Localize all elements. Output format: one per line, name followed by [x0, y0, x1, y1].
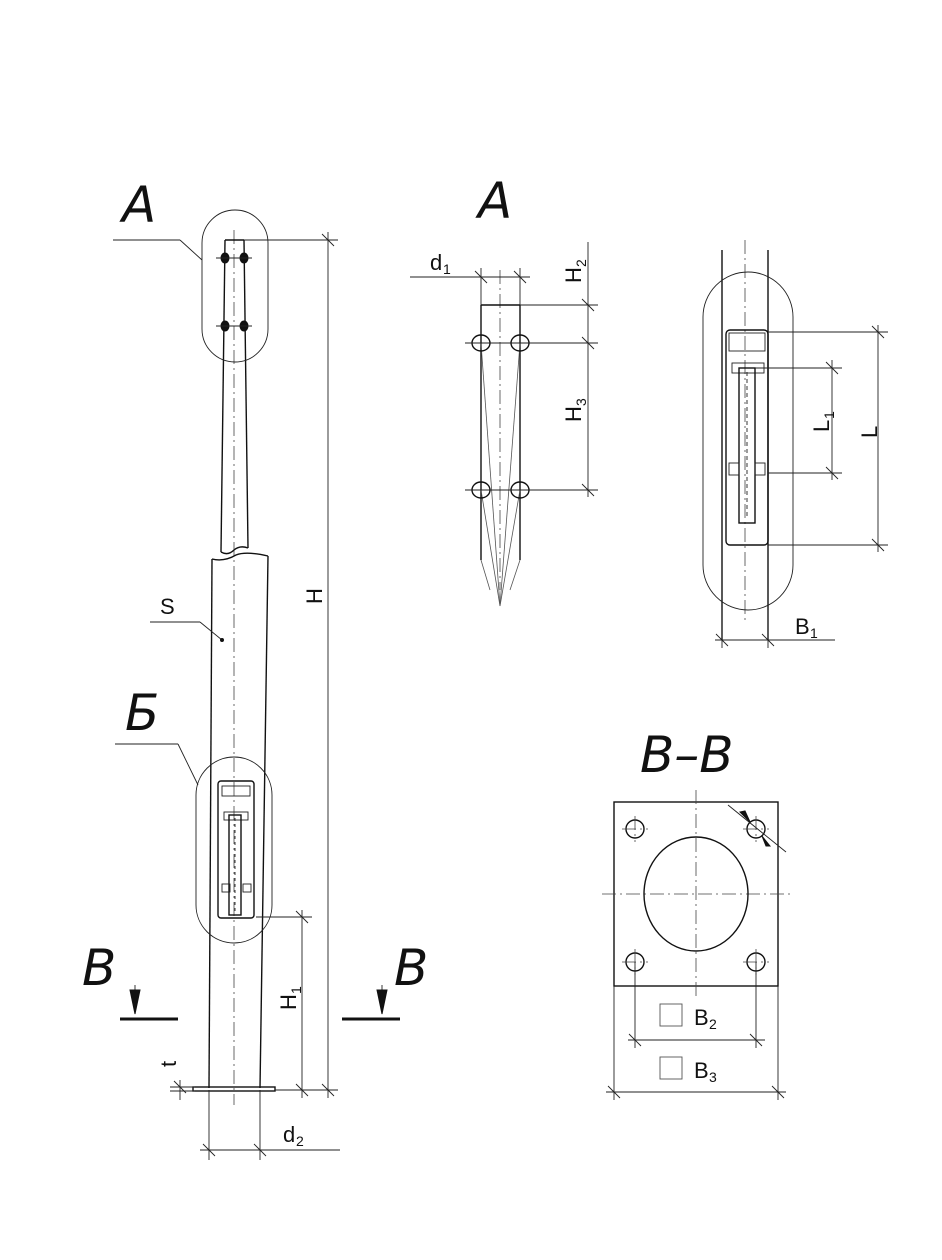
- top-bolt-holes: [216, 252, 252, 332]
- svg-text:1: 1: [821, 411, 837, 419]
- svg-text:d: d: [430, 250, 442, 275]
- view-label-b-callout: Б: [125, 684, 159, 742]
- square-symbol-b2: [659, 1003, 683, 1027]
- svg-text:B: B: [694, 1005, 709, 1030]
- svg-text:B: B: [694, 1058, 709, 1083]
- svg-text:B: B: [795, 614, 810, 639]
- service-hatch: [217, 780, 255, 919]
- pole-main-view: [113, 209, 400, 1160]
- svg-text:2: 2: [709, 1016, 717, 1032]
- dim-label-d1: d 1: [430, 250, 451, 277]
- section-label-v-right: В: [394, 939, 428, 997]
- dim-label-h3: H 3: [561, 398, 589, 422]
- dim-label-h: H: [302, 588, 327, 604]
- svg-text:H: H: [561, 267, 586, 283]
- svg-text:2: 2: [296, 1133, 304, 1149]
- dim-label-l1: L 1: [809, 411, 837, 432]
- svg-text:1: 1: [810, 625, 818, 641]
- pole-tube-section: [643, 836, 749, 952]
- svg-text:2: 2: [573, 259, 589, 267]
- svg-text:3: 3: [573, 398, 589, 406]
- dim-label-h2: H 2: [561, 259, 589, 283]
- section-label-v-left: В: [82, 939, 116, 997]
- detail-a-bolts: [465, 334, 535, 499]
- view-label-a-detail: А: [475, 172, 512, 230]
- dim-label-b2: B 2: [694, 1005, 717, 1032]
- svg-text:d: d: [283, 1122, 295, 1147]
- dim-label-s: S: [160, 594, 175, 619]
- detail-b-view: [702, 240, 888, 648]
- svg-text:1: 1: [288, 986, 304, 994]
- svg-text:1: 1: [443, 261, 451, 277]
- detail-b-outline: [702, 271, 794, 611]
- callout-b-outline: [195, 756, 273, 944]
- section-v-v-view: [602, 790, 790, 1100]
- dim-label-l: L: [857, 426, 882, 438]
- dim-label-d2: d 2: [283, 1122, 304, 1149]
- svg-text:H: H: [561, 406, 586, 422]
- svg-text:L: L: [809, 420, 834, 432]
- section-label-v-v: В–В: [640, 726, 734, 784]
- square-symbol-b3: [659, 1056, 683, 1080]
- dim-label-b3: B 3: [694, 1058, 717, 1085]
- dim-label-b1: B 1: [795, 614, 818, 641]
- callout-a-outline: [201, 209, 269, 363]
- svg-text:H: H: [276, 994, 301, 1010]
- dim-label-t: t: [156, 1061, 181, 1067]
- svg-text:3: 3: [709, 1069, 717, 1085]
- dim-label-h1: H 1: [276, 986, 304, 1010]
- detail-a-view: [410, 242, 598, 607]
- view-label-a-callout: А: [119, 176, 156, 234]
